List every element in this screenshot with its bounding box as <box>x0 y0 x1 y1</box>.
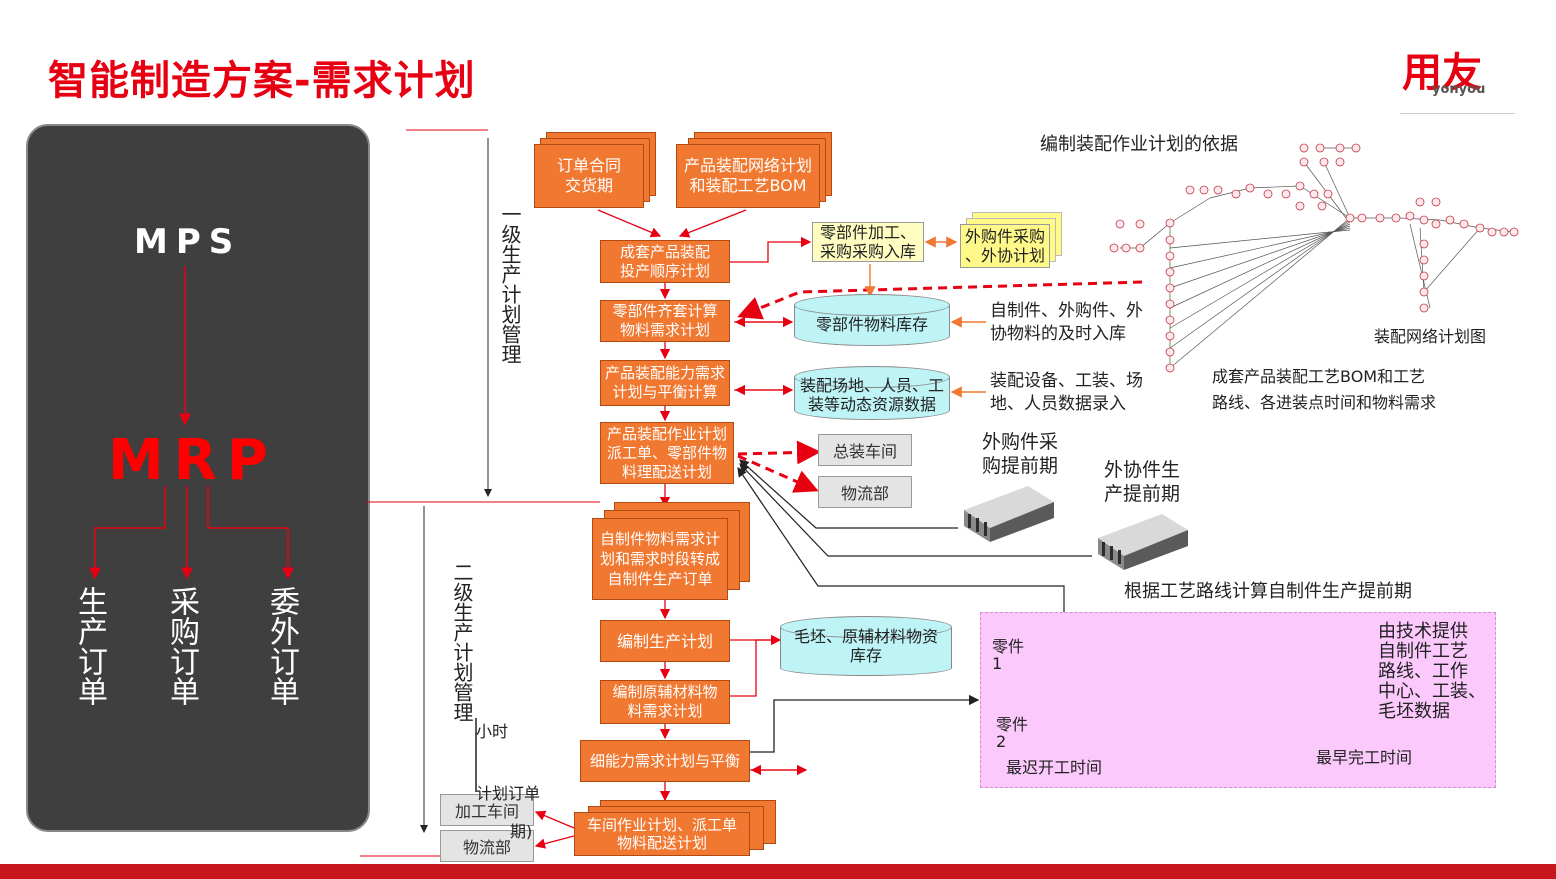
logistics-box-2: 物流部 <box>440 830 534 862</box>
factory-icon <box>964 486 1054 542</box>
process-route-panel <box>980 612 1496 788</box>
first-level-label: 一级生产计划管理 <box>498 204 522 364</box>
resources-cylinder-bottom <box>794 400 950 420</box>
parts-kitting-box: 零部件齐套计算 物料需求计划 <box>600 300 730 342</box>
inventory-cylinder-bottom <box>794 326 950 346</box>
parts-inbound-box: 零部件加工、 采购采购入库 <box>812 222 924 262</box>
latest-start-label: 最迟开工时间 <box>1006 758 1103 777</box>
network-chart-caption: 装配网络计划图 <box>1374 327 1487 346</box>
outsource-order-label: 委外订单 <box>264 586 299 706</box>
fine-capacity-box: 细能力需求计划与平衡 <box>580 740 750 782</box>
factory-icon <box>1098 514 1188 570</box>
plan-order-note: 计划订单 <box>476 784 541 803</box>
purchase-lead-note: 外购件采 购提前期 <box>982 431 1059 477</box>
prod-plan-box: 编制生产计划 <box>600 620 730 662</box>
logistics-box: 物流部 <box>818 476 912 508</box>
yonyou-logo-text: yonyou <box>1432 82 1486 97</box>
hour-note: 小时 <box>476 722 509 741</box>
blanks-label: 毛坯、原辅材料物资 库存 <box>793 627 938 665</box>
parts-inventory-label: 零部件物料库存 <box>815 314 928 334</box>
assembly-shop-box: 总装车间 <box>818 434 912 466</box>
raw-material-plan-box: 编制原辅材料物 料需求计划 <box>600 680 730 724</box>
second-level-label: 二级生产计划管理 <box>450 562 474 722</box>
order-contract-doc: 订单合同 交货期 <box>534 144 644 208</box>
part1-label: 零件 1 <box>992 637 1025 673</box>
inventory-cylinder-top <box>794 294 950 316</box>
tech-data-note: 由技术提供 自制件工艺 路线、工作 中心、工装、 毛坯数据 <box>1378 621 1486 722</box>
footer-bar <box>0 864 1556 879</box>
basis-note: 编制装配作业计划的依据 <box>1040 134 1238 155</box>
assembly-capacity-box: 产品装配能力需求 计划与平衡计算 <box>600 360 730 406</box>
assembly-network-doc: 产品装配网络计划 和装配工艺BOM <box>676 144 820 208</box>
page-title: 智能制造方案-需求计划 <box>48 58 476 104</box>
mps-mrp-panel <box>26 124 370 832</box>
processing-shop-box: 加工车间 <box>440 794 534 826</box>
period-note: 期) <box>510 822 533 841</box>
timely-inbound-note: 自制件、外购件、外 协物料的及时入库 <box>990 301 1143 344</box>
resources-cylinder-top <box>794 366 950 388</box>
outsource-lead-note: 外协件生 产提前期 <box>1104 459 1181 505</box>
bom-route-note: 成套产品装配工艺BOM和工艺 路线、各进装点时间和物料需求 <box>1212 367 1437 412</box>
blanks-cylinder-bottom <box>780 660 952 676</box>
part2-label: 零件 2 <box>996 715 1029 751</box>
self-made-demand-doc: 自制件物料需求计 划和需求时段转成 自制件生产订单 <box>592 518 728 600</box>
yonyou-logo: 用友 <box>1402 50 1482 96</box>
mps-label: MPS <box>134 222 242 262</box>
mrp-label: MRP <box>108 428 278 493</box>
assembly-job-box: 产品装配作业计划 派工单、零部件物 料理配送计划 <box>600 422 734 484</box>
blanks-cylinder-top <box>780 616 952 638</box>
assembly-sequence-box: 成套产品装配 投产顺序计划 <box>600 240 730 283</box>
outsourced-plan-doc: 外购件采购 、外协计划 <box>960 224 1050 268</box>
resources-label: 装配场地、人员、工 装等动态资源数据 <box>799 376 944 414</box>
workshop-job-doc: 车间作业计划、派工单 物料配送计划 <box>574 812 750 856</box>
assembly-network-graphic <box>1109 143 1519 373</box>
equipment-input-note: 装配设备、工装、场 地、人员数据录入 <box>990 371 1143 414</box>
purchase-order-label: 采购订单 <box>164 586 199 706</box>
earliest-finish-label: 最早完工时间 <box>1316 748 1413 767</box>
calc-lead-note: 根据工艺路线计算自制件生产提前期 <box>1124 581 1412 602</box>
header-divider <box>1400 113 1515 114</box>
production-order-label: 生产订单 <box>72 586 107 706</box>
